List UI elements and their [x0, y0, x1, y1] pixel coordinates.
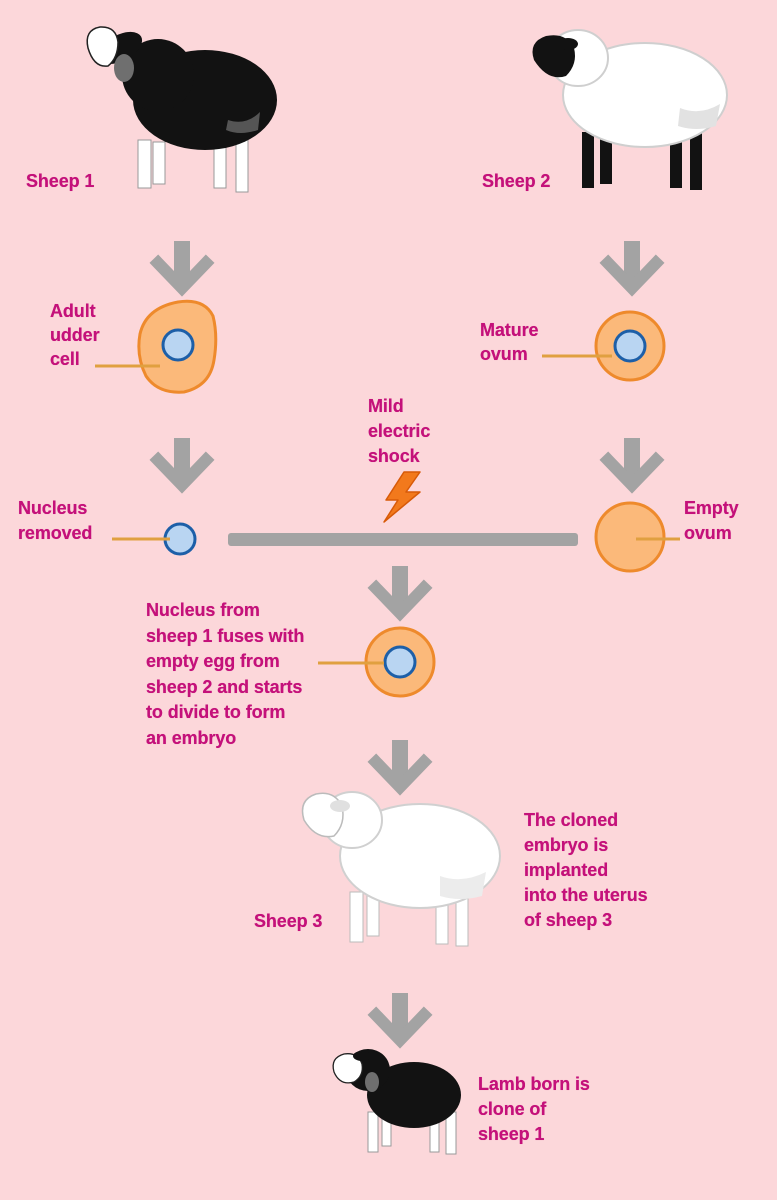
- fusion-step-label: Nucleus from sheep 1 fuses with empty eg…: [146, 600, 305, 748]
- empty-ovum-icon: [594, 501, 666, 573]
- sheep-3-label: Sheep 3: [254, 911, 323, 931]
- arrow-down-icon: [158, 241, 206, 288]
- mild-electric-shock-label: Mild electric shock: [368, 396, 431, 466]
- leader-lines: [95, 354, 680, 665]
- adult-udder-cell-label: Adult udder cell: [50, 301, 100, 369]
- sheep-2-icon: [532, 29, 728, 190]
- empty-ovum-label: Empty ovum: [684, 498, 739, 543]
- mature-ovum-label: Mature ovum: [480, 320, 539, 364]
- adult-udder-cell-icon: [137, 299, 218, 394]
- sheep-2-label: Sheep 2: [482, 171, 551, 191]
- arrow-down-icon: [376, 993, 424, 1040]
- arrow-down-icon: [376, 566, 424, 613]
- arrow-down-icon: [158, 438, 206, 485]
- arrow-down-icon: [608, 438, 656, 485]
- nucleus-removed-label: Nucleus removed: [18, 498, 93, 543]
- merge-bar: [228, 533, 578, 546]
- fused-embryo-icon: [364, 626, 436, 698]
- sheep-1-icon: [86, 26, 277, 193]
- sheep-3-icon: [301, 791, 501, 947]
- implant-step-label: The cloned embryo is implanted into the …: [524, 810, 648, 930]
- mature-ovum-icon: [594, 310, 666, 382]
- lamb-icon: [332, 1049, 461, 1155]
- arrow-down-icon: [376, 740, 424, 787]
- sheep-1-label: Sheep 1: [26, 171, 95, 191]
- lamb-clone-label: Lamb born is clone of sheep 1: [478, 1074, 590, 1144]
- arrow-down-icon: [608, 241, 656, 288]
- lightning-bolt-icon: [383, 471, 421, 523]
